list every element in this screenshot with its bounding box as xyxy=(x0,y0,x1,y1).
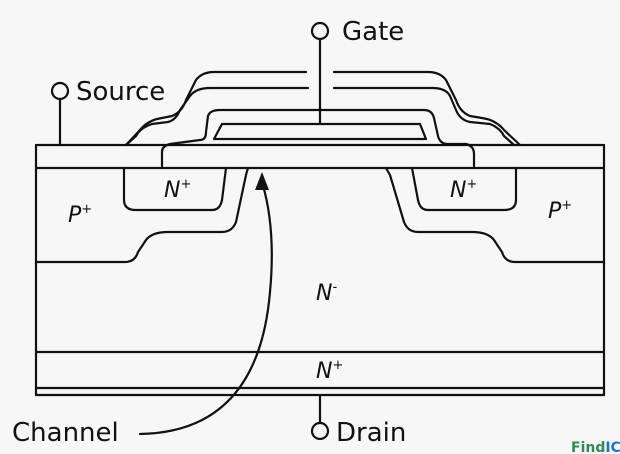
source-metal-top-right xyxy=(332,70,522,147)
n-minus-drift-label: N- xyxy=(316,280,337,306)
p-plus-right-label: P+ xyxy=(548,198,572,224)
n-plus-substrate-label: N+ xyxy=(316,358,343,384)
n-plus-left-label: N+ xyxy=(164,177,191,203)
gate-label: Gate xyxy=(342,17,404,47)
p-plus-left-label: P+ xyxy=(68,202,92,228)
source-metal-top-left xyxy=(124,70,308,147)
gate-insulation xyxy=(160,108,476,168)
channel-label: Channel xyxy=(12,418,119,448)
p-well-right xyxy=(384,166,606,264)
n-plus-left-region xyxy=(122,166,228,212)
watermark-logo: FindIC xyxy=(571,440,620,454)
source-label: Source xyxy=(76,77,165,107)
source-terminal xyxy=(50,81,70,101)
source-metal-right xyxy=(332,86,516,147)
device-outline xyxy=(34,143,606,397)
n-plus-right-region xyxy=(410,166,518,212)
channel-arrow xyxy=(138,180,273,436)
n-plus-right-label: N+ xyxy=(450,177,477,203)
drain-label: Drain xyxy=(336,418,406,448)
drain-terminal xyxy=(310,421,330,441)
gate-plate xyxy=(212,122,428,141)
channel-arrowhead xyxy=(255,172,269,190)
gate-terminal xyxy=(310,21,330,41)
p-well-left xyxy=(34,166,250,264)
